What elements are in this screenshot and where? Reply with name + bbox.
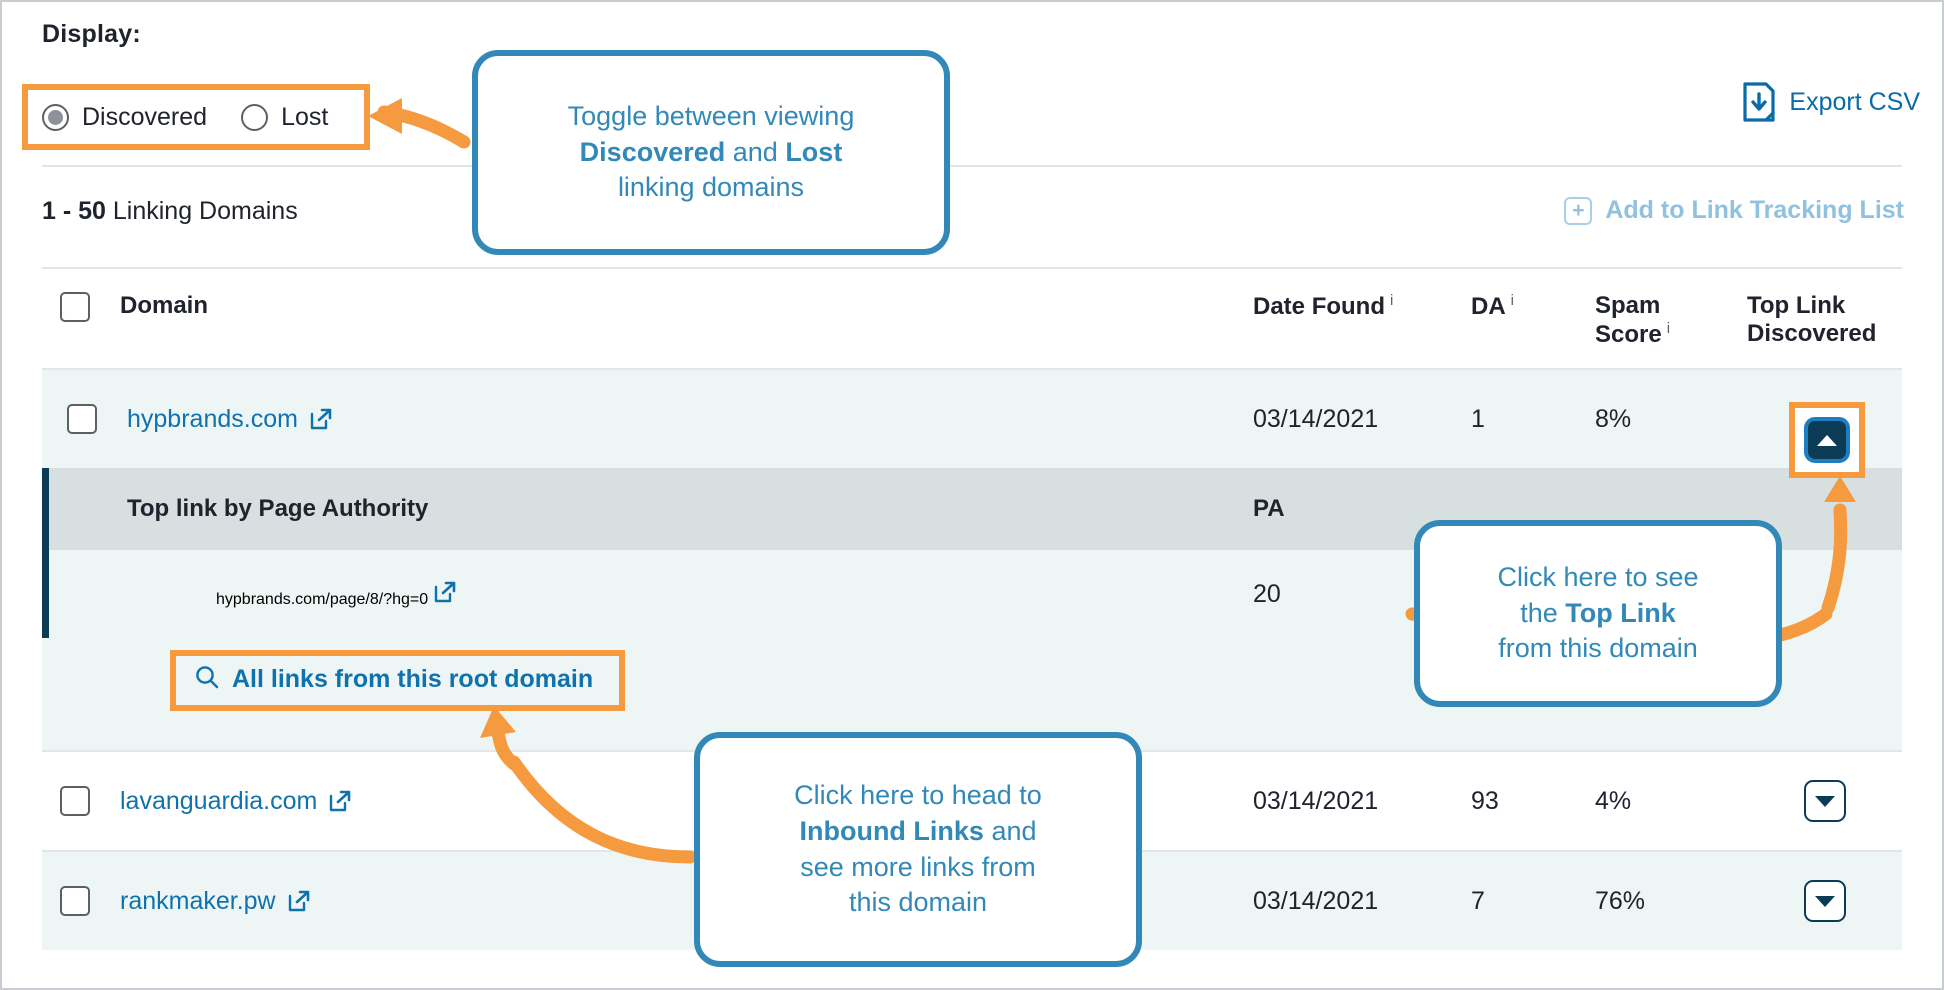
domain-link[interactable]: rankmaker.pw bbox=[120, 887, 311, 916]
row-checkbox[interactable] bbox=[67, 404, 97, 434]
callout-inbound-line4: this domain bbox=[848, 887, 988, 918]
row-spam-score: 76% bbox=[1595, 886, 1646, 915]
callout-toplink-bold: Top Link bbox=[1565, 597, 1676, 628]
add-to-list-label: Add to Link Tracking List bbox=[1605, 196, 1904, 224]
chevron-down-icon[interactable] bbox=[1803, 880, 1846, 922]
top-link-url-cell: hypbrands.com/page/8/?hg=0 bbox=[120, 580, 1253, 609]
row-date-found: 03/14/2021 bbox=[1253, 786, 1379, 815]
callout-toplink-line3: from this domain bbox=[1498, 633, 1698, 664]
add-to-link-tracking-list-button[interactable]: + Add to Link Tracking List bbox=[1564, 196, 1904, 225]
row-top-link-toggle-cell bbox=[1747, 780, 1902, 822]
row-checkbox[interactable] bbox=[60, 786, 90, 816]
row-select-cell[interactable] bbox=[42, 886, 120, 916]
row-select-cell[interactable] bbox=[42, 786, 120, 816]
external-link-icon bbox=[328, 789, 352, 813]
callout-toggle-line3: linking domains bbox=[617, 172, 805, 203]
info-icon-spam-score[interactable]: i bbox=[1666, 320, 1671, 338]
top-link-subheader-row: Top link by Page Authority PA bbox=[42, 468, 1902, 550]
row-da: 1 bbox=[1471, 404, 1485, 433]
external-link-icon bbox=[287, 889, 311, 913]
select-all-checkbox[interactable] bbox=[60, 292, 90, 322]
external-link-icon bbox=[309, 407, 333, 431]
row-checkbox[interactable] bbox=[60, 886, 90, 916]
callout-inbound-line3: see more links from bbox=[800, 851, 1036, 882]
domain-link[interactable]: lavanguardia.com bbox=[120, 787, 352, 816]
callout-toplink: Click here to see the Top Link from this… bbox=[1414, 520, 1782, 707]
file-download-icon bbox=[1742, 82, 1776, 122]
export-csv-button[interactable]: Export CSV bbox=[1742, 82, 1920, 122]
domain-link[interactable]: hypbrands.com bbox=[127, 405, 333, 434]
radio-lost[interactable]: Lost bbox=[241, 103, 328, 132]
row-spam-score: 4% bbox=[1595, 786, 1632, 815]
radio-discovered[interactable]: Discovered bbox=[42, 103, 207, 132]
results-label: Linking Domains bbox=[112, 197, 298, 225]
divider-top bbox=[42, 165, 1902, 167]
callout-toggle-line1: Toggle between viewing bbox=[567, 100, 855, 131]
row-spam-score: 8% bbox=[1595, 404, 1632, 433]
all-links-label: All links from this root domain bbox=[232, 665, 594, 693]
info-icon-date-found[interactable]: i bbox=[1390, 292, 1394, 309]
callout-toggle-mid: and bbox=[725, 136, 786, 167]
top-link-pa-value: 20 bbox=[1253, 579, 1281, 608]
callout-inbound-bold: Inbound Links bbox=[799, 815, 984, 846]
divider-table-top bbox=[42, 267, 1902, 269]
external-link-icon bbox=[433, 580, 457, 604]
callout-toggle: Toggle between viewing Discovered and Lo… bbox=[472, 50, 950, 255]
callout-inbound-line1: Click here to head to bbox=[794, 779, 1042, 810]
radio-lost-label: Lost bbox=[281, 102, 329, 131]
row-domain-cell: hypbrands.com bbox=[127, 405, 1253, 434]
top-link-url[interactable]: hypbrands.com/page/8/?hg=0 bbox=[216, 581, 457, 608]
display-radio-group[interactable]: Discovered Lost bbox=[42, 97, 328, 137]
callout-toggle-bold2: Lost bbox=[785, 136, 843, 167]
radio-discovered-icon[interactable] bbox=[42, 103, 69, 131]
table-row[interactable]: hypbrands.com 03/14/2021 1 8% bbox=[42, 370, 1902, 468]
select-all-cell[interactable] bbox=[42, 292, 120, 322]
display-label: Display: bbox=[42, 20, 141, 48]
callout-inbound: Click here to head to Inbound Links and … bbox=[694, 732, 1142, 967]
col-header-domain[interactable]: Domain bbox=[120, 292, 209, 319]
all-links-button[interactable]: All links from this root domain bbox=[170, 650, 626, 711]
results-range: 1 - 50 bbox=[42, 197, 106, 225]
row-domain-cell: lavanguardia.com bbox=[120, 787, 1253, 816]
row-date-found: 03/14/2021 bbox=[1253, 404, 1379, 433]
search-icon bbox=[194, 664, 220, 695]
results-count: 1 - 50 Linking Domains bbox=[42, 197, 298, 226]
row-da: 7 bbox=[1471, 886, 1485, 915]
top-link-toggle-highlight bbox=[1789, 402, 1865, 478]
info-icon-da[interactable]: i bbox=[1510, 292, 1515, 309]
row-select-cell[interactable] bbox=[49, 404, 127, 434]
chevron-down-icon[interactable] bbox=[1803, 780, 1846, 822]
radio-discovered-label: Discovered bbox=[82, 102, 208, 131]
callout-toggle-bold1: Discovered bbox=[579, 136, 726, 167]
row-date-found: 03/14/2021 bbox=[1253, 886, 1379, 915]
row-top-link-toggle-cell bbox=[1747, 880, 1902, 922]
chevron-up-icon[interactable] bbox=[1804, 417, 1850, 463]
row-domain-cell: rankmaker.pw bbox=[120, 887, 1253, 916]
callout-inbound-line2-post: and bbox=[983, 815, 1037, 846]
row-divider bbox=[42, 368, 1902, 370]
radio-lost-icon[interactable] bbox=[241, 103, 269, 131]
export-csv-label: Export CSV bbox=[1789, 87, 1920, 116]
plus-square-icon: + bbox=[1564, 196, 1593, 225]
callout-toplink-line1: Click here to see bbox=[1497, 561, 1699, 592]
top-link-subheader-label: Top link by Page Authority bbox=[127, 495, 429, 522]
row-da: 93 bbox=[1471, 786, 1499, 815]
callout-toplink-line2-pre: the bbox=[1520, 597, 1566, 628]
top-link-subheader-metric: PA bbox=[1253, 495, 1285, 522]
display-toggle-highlight bbox=[22, 84, 370, 150]
